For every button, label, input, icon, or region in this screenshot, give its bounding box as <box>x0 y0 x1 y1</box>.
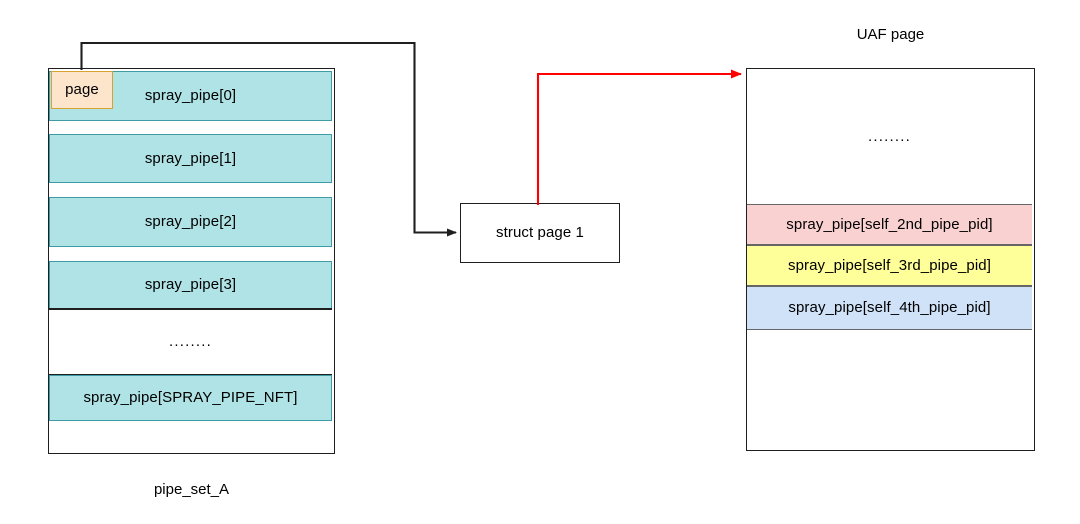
row-label: spray_pipe[self_2nd_pipe_pid] <box>786 215 993 233</box>
pipe-set-a-caption: pipe_set_A <box>153 481 230 498</box>
pipe-set-a-row-spray-pipe-3[interactable]: spray_pipe[3] <box>49 261 332 309</box>
pipe-set-a-row-ellipsis: ........ <box>49 309 332 375</box>
pipe-set-a-row-gap-3 <box>49 247 332 261</box>
pipe-set-a-row-gap-2 <box>49 183 332 197</box>
pipe-set-a-divider-bottom <box>49 374 332 376</box>
row-label: spray_pipe[SPRAY_PIPE_NFT] <box>83 389 298 407</box>
row-label: spray_pipe[self_4th_pipe_pid] <box>788 299 991 317</box>
connector-struct-page-to-uaf-page <box>536 69 742 205</box>
uaf-page-row-self-4th-pipe-pid[interactable]: spray_pipe[self_4th_pipe_pid] <box>747 286 1032 330</box>
pipe-set-a-row-gap-tail <box>49 421 332 451</box>
pipe-set-a-divider-top <box>49 308 332 310</box>
row-label: spray_pipe[3] <box>144 276 237 294</box>
pipe-set-a-row-gap-1 <box>49 121 332 134</box>
page-tag-label: page <box>65 81 99 99</box>
uaf-page-row-self-3rd-pipe-pid[interactable]: spray_pipe[self_3rd_pipe_pid] <box>747 245 1032 286</box>
page-tag[interactable]: page <box>51 71 113 109</box>
row-label: spray_pipe[0] <box>144 87 237 105</box>
uaf-page-title: UAF page <box>856 26 925 43</box>
uaf-page-top-blank: ........ <box>747 69 1032 204</box>
row-label: spray_pipe[self_3rd_pipe_pid] <box>787 256 992 274</box>
row-label: spray_pipe[2] <box>144 213 237 231</box>
pipe-set-a-container: spray_pipe[0] spray_pipe[1] spray_pipe[2… <box>48 68 335 454</box>
pipe-set-a-row-spray-pipe-nft[interactable]: spray_pipe[SPRAY_PIPE_NFT] <box>49 375 332 421</box>
uaf-page-bottom-blank <box>747 330 1032 448</box>
uaf-page-row-self-2nd-pipe-pid[interactable]: spray_pipe[self_2nd_pipe_pid] <box>747 204 1032 245</box>
pipe-set-a-row-spray-pipe-2[interactable]: spray_pipe[2] <box>49 197 332 247</box>
row-label: spray_pipe[1] <box>144 149 237 167</box>
struct-page-label: struct page 1 <box>495 224 585 242</box>
uaf-page-container: ........ spray_pipe[self_2nd_pipe_pid] s… <box>746 68 1035 451</box>
ellipsis-text: ........ <box>868 127 911 145</box>
pipe-set-a-row-spray-pipe-1[interactable]: spray_pipe[1] <box>49 134 332 183</box>
ellipsis-text: ........ <box>169 333 212 351</box>
struct-page-box[interactable]: struct page 1 <box>460 203 620 263</box>
